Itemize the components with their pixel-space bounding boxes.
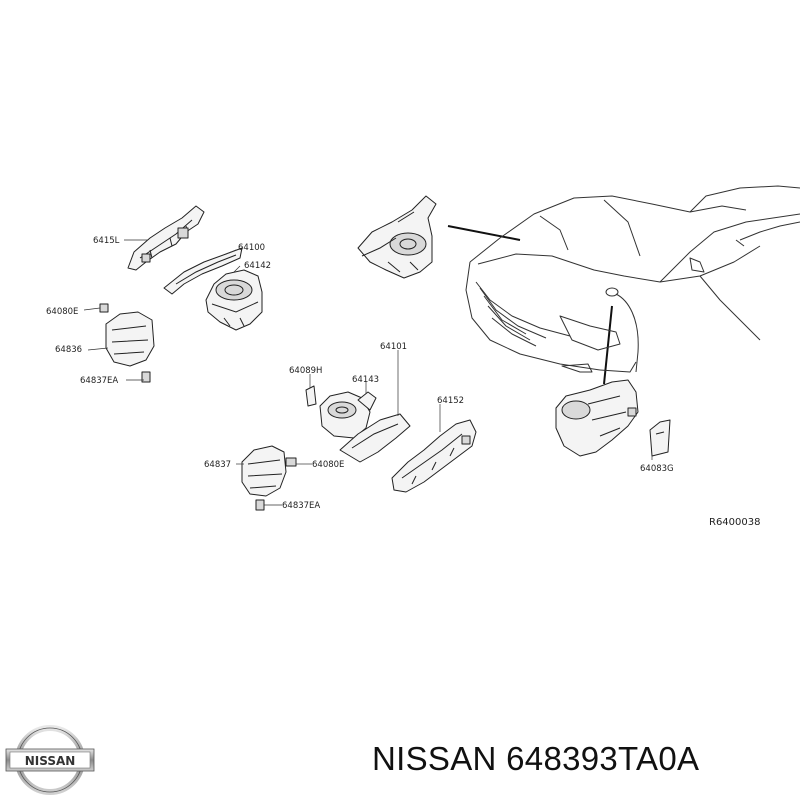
label-64837: 64837 xyxy=(204,460,231,470)
arrow-to-wheel-arch xyxy=(603,305,613,385)
label-64143: 64143 xyxy=(352,375,379,385)
label-64152: 64152 xyxy=(437,396,464,406)
car-outline xyxy=(465,185,800,373)
label-64837ea-bottom: 64837EA xyxy=(282,501,320,511)
reference-code: R6400038 xyxy=(709,517,760,528)
part-64143 xyxy=(319,391,377,439)
leader-lines xyxy=(83,239,653,506)
logo-text: NISSAN xyxy=(25,754,76,768)
label-64080e-bottom: 64080E xyxy=(312,460,344,470)
label-64080e-top: 64080E xyxy=(46,307,78,317)
part-number-caption: NISSAN 648393TA0A xyxy=(372,740,700,777)
label-64142: 64142 xyxy=(244,261,271,271)
label-64837ea-top: 64837EA xyxy=(80,376,118,386)
label-64101: 64101 xyxy=(380,342,407,352)
label-6415l: 6415L xyxy=(93,236,120,246)
part-64837 xyxy=(241,445,297,511)
label-64089h: 64089H xyxy=(289,366,322,376)
label-64836: 64836 xyxy=(55,345,82,355)
part-64089h xyxy=(305,385,317,407)
part-64142 xyxy=(205,269,263,331)
part-wheel-arch-assembly xyxy=(555,379,639,457)
arrow-to-hood xyxy=(447,225,521,241)
part-64152 xyxy=(391,419,477,493)
part-64100 xyxy=(163,247,243,295)
part-64836 xyxy=(99,303,155,383)
part-64101 xyxy=(339,413,411,463)
part-6415l xyxy=(127,205,205,271)
part-upper-apron-assembly xyxy=(357,195,437,279)
label-64100: 64100 xyxy=(238,243,265,253)
nissan-logo-icon: NISSAN xyxy=(5,725,95,795)
part-64083g xyxy=(649,419,671,457)
label-64083g: 64083G xyxy=(640,464,674,474)
